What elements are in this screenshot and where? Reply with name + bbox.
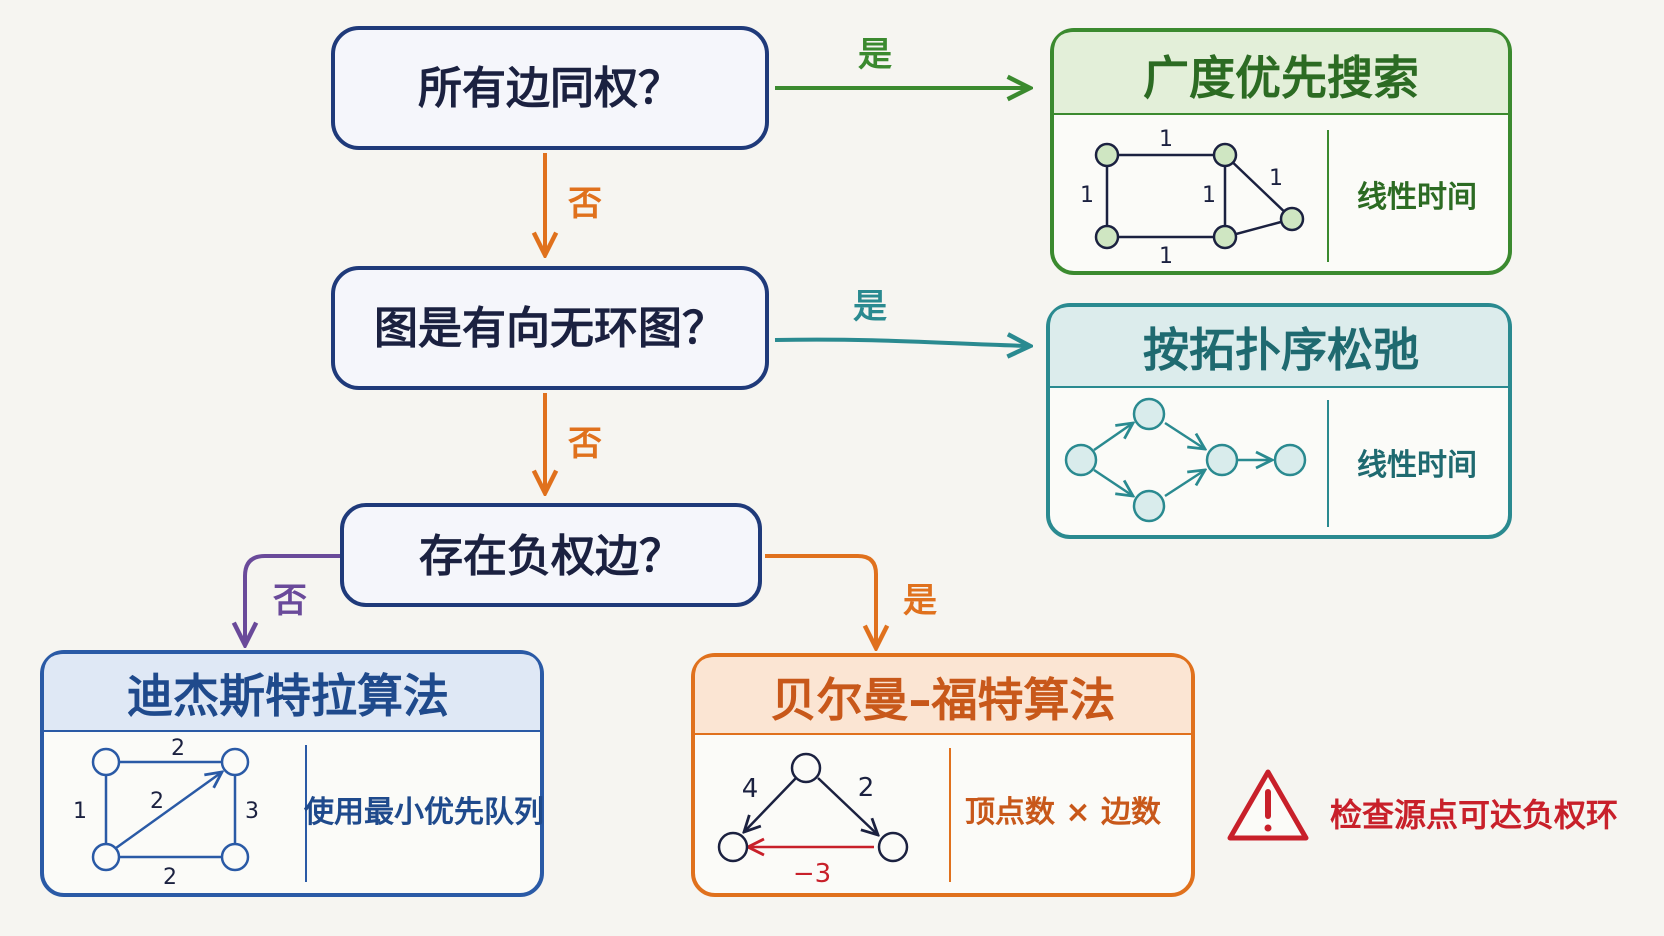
bfs-weight-label: 1	[1269, 166, 1283, 191]
bellman-graph-illustration: 4 2 −3	[717, 752, 909, 889]
dag-node	[1132, 489, 1166, 523]
warning-text: 检查源点可达负权环	[1330, 796, 1618, 834]
outcome-dijkstra-title: 迪杰斯特拉算法	[127, 669, 449, 723]
bellman-edge	[744, 777, 797, 832]
bellman-weight-label: 2	[858, 773, 875, 803]
bfs-weight-label: 1	[1159, 127, 1173, 152]
dag-node	[1205, 443, 1239, 477]
bellman-node	[877, 831, 909, 863]
label-q2-no: 否	[568, 424, 602, 464]
bfs-node	[1279, 206, 1305, 232]
decision-q3-text: 存在负权边？	[419, 531, 683, 582]
outcome-bfs-note: 线性时间	[1357, 180, 1477, 215]
bfs-weight-label: 1	[1080, 183, 1094, 208]
dijkstra-node	[220, 842, 250, 872]
arrow-q3-no	[245, 554, 340, 645]
dijkstra-graph-illustration: 2 1 2 3 2	[73, 736, 259, 890]
label-q1-no: 否	[568, 184, 602, 224]
outcome-bellman-ford: 贝尔曼–福特算法 顶点数 × 边数 4 2 −3	[691, 653, 1195, 897]
bfs-node	[1212, 224, 1238, 250]
bellman-edge	[817, 777, 878, 835]
decision-q2-text: 图是有向无环图？	[374, 303, 726, 354]
outcome-bfs: 广度优先搜索 线性时间 1 1 1 1 1	[1050, 28, 1512, 275]
dag-edge	[1093, 423, 1133, 452]
outcome-topo: 按拓扑序松弛 线性时间	[1046, 303, 1512, 539]
arrow-q2-yes	[774, 340, 1030, 346]
outcome-dijkstra: 迪杰斯特拉算法 使用最小优先队列 2 1 2 3 2	[40, 650, 544, 897]
outcome-topo-note: 线性时间	[1357, 448, 1477, 483]
dijkstra-weight-label: 3	[245, 799, 259, 824]
decision-q1: 所有边同权？	[331, 26, 769, 150]
dag-node	[1064, 443, 1098, 477]
bfs-graph-illustration: 1 1 1 1 1	[1080, 127, 1305, 269]
bfs-edge-diag-top	[1224, 154, 1293, 220]
outcome-bellman-note: 顶点数 × 边数	[965, 795, 1162, 830]
label-q1-yes: 是	[858, 35, 892, 75]
outcome-bfs-title: 广度优先搜索	[1143, 51, 1419, 105]
dijkstra-weight-label: 2	[171, 736, 185, 761]
arrow-q3-yes	[765, 554, 876, 648]
dag-edge	[1164, 421, 1205, 449]
warning-triangle-icon	[1227, 769, 1309, 841]
dijkstra-node	[91, 842, 121, 872]
label-q3-yes: 是	[903, 581, 937, 621]
label-q3-no: 否	[273, 581, 307, 621]
decision-q2: 图是有向无环图？	[331, 266, 769, 390]
decision-q1-text: 所有边同权？	[418, 63, 682, 114]
bfs-node	[1094, 142, 1120, 168]
decision-q3: 存在负权边？	[340, 503, 762, 607]
dijkstra-node	[91, 747, 121, 777]
dijkstra-edge-directed	[115, 772, 222, 850]
dijkstra-weight-label: 2	[163, 865, 177, 890]
bfs-node	[1212, 142, 1238, 168]
negative-cycle-warning: 检查源点可达负权环	[1227, 769, 1618, 841]
bellman-negative-weight-label: −3	[793, 859, 831, 889]
bfs-weight-label: 1	[1159, 244, 1173, 269]
dijkstra-node	[220, 747, 250, 777]
outcome-dijkstra-note: 使用最小优先队列	[303, 795, 544, 830]
dijkstra-weight-label: 2	[150, 789, 164, 814]
bellman-weight-label: 4	[742, 774, 759, 804]
dag-edge	[1093, 468, 1133, 496]
dag-node	[1273, 443, 1307, 477]
outcome-bellman-title: 贝尔曼–福特算法	[771, 673, 1116, 727]
label-q2-yes: 是	[853, 287, 887, 327]
bellman-node	[717, 831, 749, 863]
bellman-node	[790, 752, 822, 784]
dag-node	[1132, 397, 1166, 431]
bfs-node	[1094, 224, 1120, 250]
bfs-weight-label: 1	[1202, 183, 1216, 208]
dijkstra-weight-label: 1	[73, 799, 87, 824]
dag-edge	[1164, 470, 1205, 498]
topo-dag-illustration	[1064, 397, 1307, 523]
outcome-topo-title: 按拓扑序松弛	[1143, 323, 1419, 377]
